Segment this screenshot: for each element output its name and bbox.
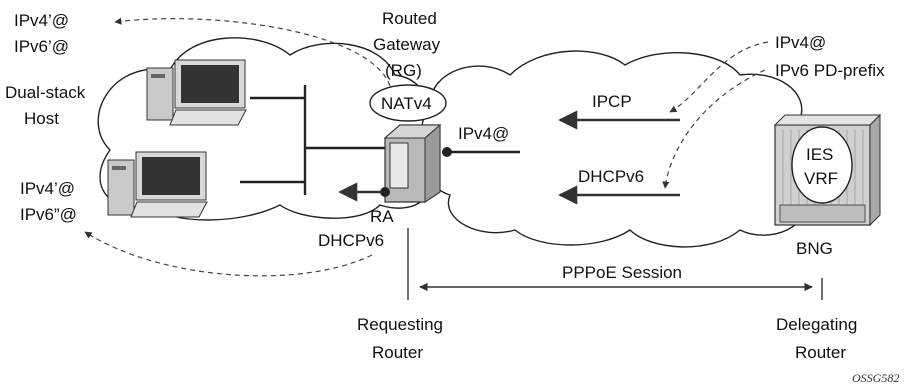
rg-wan-ipv4-label: IPv4@ (458, 124, 509, 143)
vrf-label: VRF (804, 169, 838, 188)
rg-label-line3: (RG) (385, 61, 422, 80)
host-label-line2: Host (24, 109, 59, 128)
host-computer-bottom-icon (107, 151, 208, 218)
lan-wiring (240, 85, 385, 195)
rg-lan-port (380, 187, 390, 197)
bng-ipv4-dashed-arrow (669, 41, 769, 113)
figure-id-label: OSSG582 (852, 371, 899, 385)
routed-gateway-icon (383, 123, 442, 203)
bng-ipv4-label: IPv4@ (775, 33, 826, 52)
access-network-cloud (419, 50, 824, 248)
ra-label: RA (370, 207, 394, 226)
host-top-ipv4-label: IPv4’@ (14, 11, 69, 30)
delegating-router-line1: Delegating (776, 315, 857, 334)
rg-label-line1: Routed (382, 9, 437, 28)
host-computer-top-icon (146, 59, 247, 126)
ies-label: IES (806, 145, 833, 164)
ies-vrf-ellipse (791, 126, 853, 204)
host-bottom-ipv6-label: IPv6”@ (20, 205, 77, 224)
dhcpv6-wan-label: DHCPv6 (578, 167, 644, 186)
natv4-label: NATv4 (381, 94, 432, 113)
bng-pd-prefix-label: IPv6 PD-prefix (775, 61, 885, 80)
rg-wan-port (442, 147, 452, 157)
requesting-router-line1: Requesting (357, 315, 443, 334)
pppoe-session-label: PPPoE Session (562, 263, 682, 282)
host-bottom-ipv4-label: IPv4’@ (20, 179, 75, 198)
rg-label-line2: Gateway (373, 35, 441, 54)
natv4-to-top-host-dashed-arrow (114, 17, 391, 87)
bng-label: BNG (796, 239, 833, 258)
requesting-router-line2: Router (372, 343, 423, 362)
delegating-router-line2: Router (795, 343, 846, 362)
host-label-line1: Dual-stack (5, 83, 86, 102)
rg-to-bottom-host-dashed-arrow (84, 231, 373, 277)
ipcp-label: IPCP (592, 92, 632, 111)
natv4-ellipse (369, 84, 447, 122)
dhcpv6-lan-label: DHCPv6 (318, 231, 384, 250)
bng-pd-prefix-dashed-arrow (662, 69, 766, 189)
host-top-ipv6-label: IPv6’@ (14, 37, 69, 56)
